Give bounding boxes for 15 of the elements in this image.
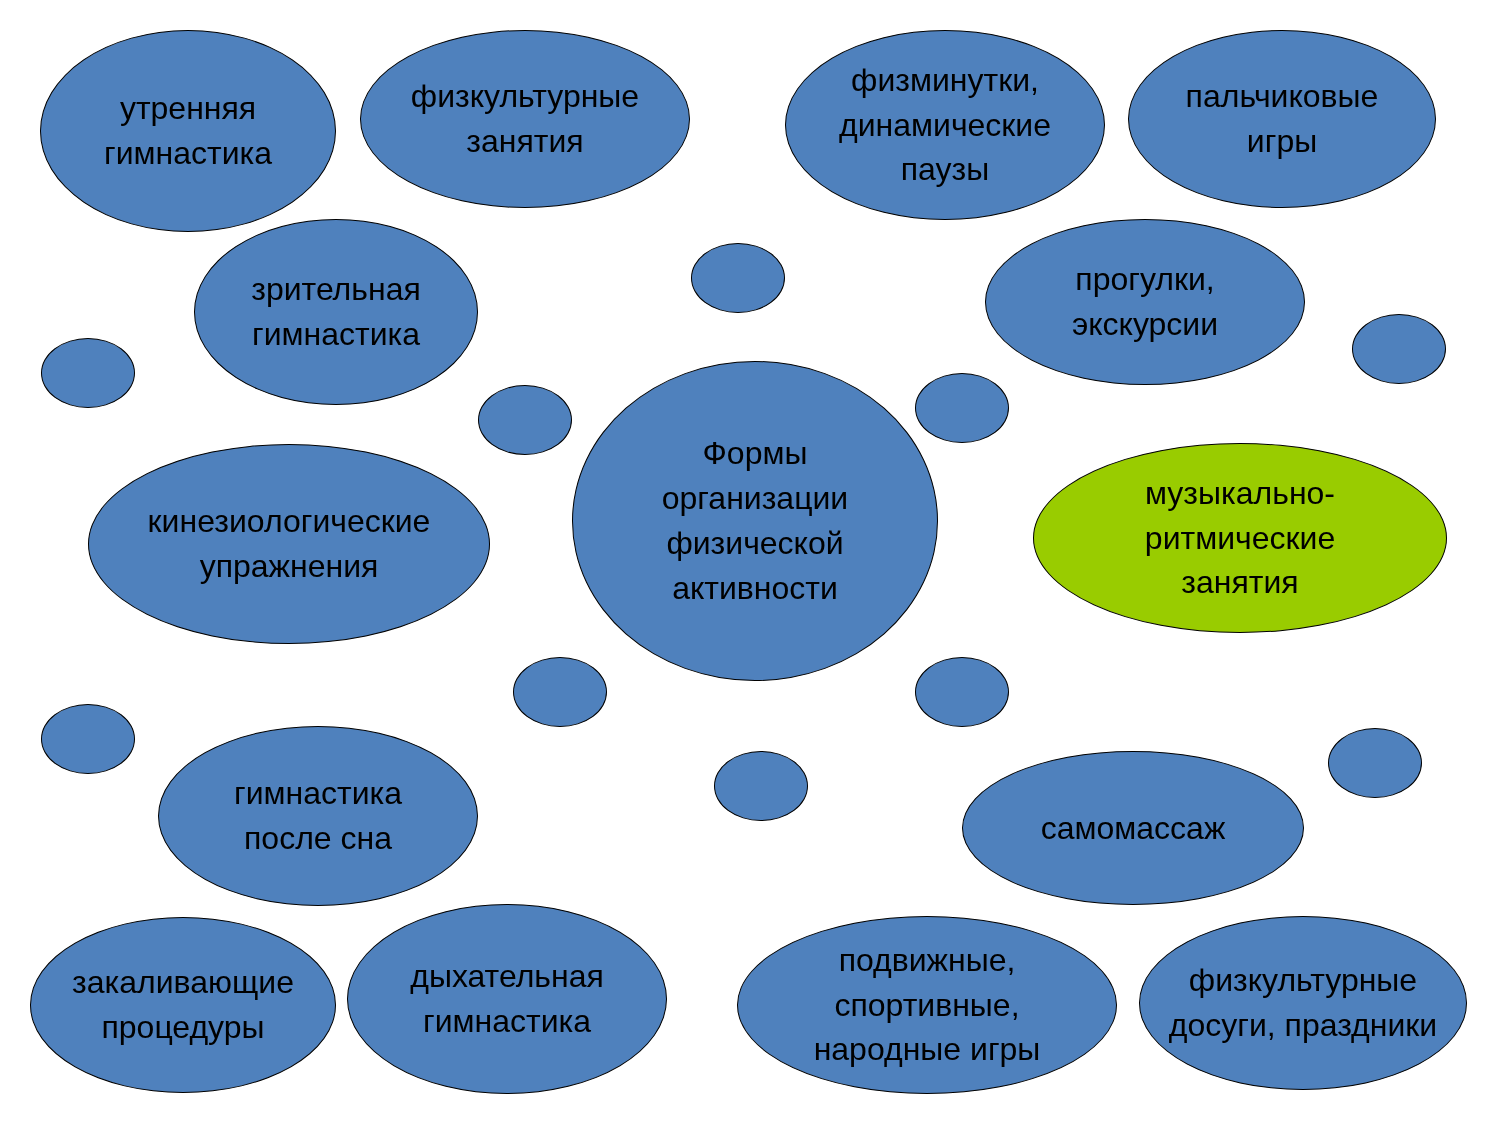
node-text: зрительная гимнастика (250, 270, 422, 354)
node-text: закаливающие процедуры (71, 963, 295, 1047)
node-text: Формы организации физической активности (660, 434, 850, 608)
node-text: кинезиологические упражнения (146, 502, 432, 586)
node-text: физминутки, динамические паузы (838, 60, 1052, 190)
node-text: пальчиковые игры (1184, 77, 1380, 161)
node-text: физкультурные досуги, праздники (1167, 961, 1439, 1045)
node-text: утренняя гимнастика (102, 89, 273, 173)
node-text: музыкально-ритмические занятия (1143, 473, 1337, 603)
node-text: прогулки, экскурсии (1070, 260, 1220, 344)
node-text: гимнастика после сна (232, 774, 403, 858)
node-text: самомассаж (1039, 808, 1227, 848)
node-text: подвижные, спортивные, народные игры (812, 940, 1042, 1070)
node-text: дыхательная гимнастика (409, 957, 605, 1041)
node-text: физкультурные занятия (409, 77, 641, 161)
